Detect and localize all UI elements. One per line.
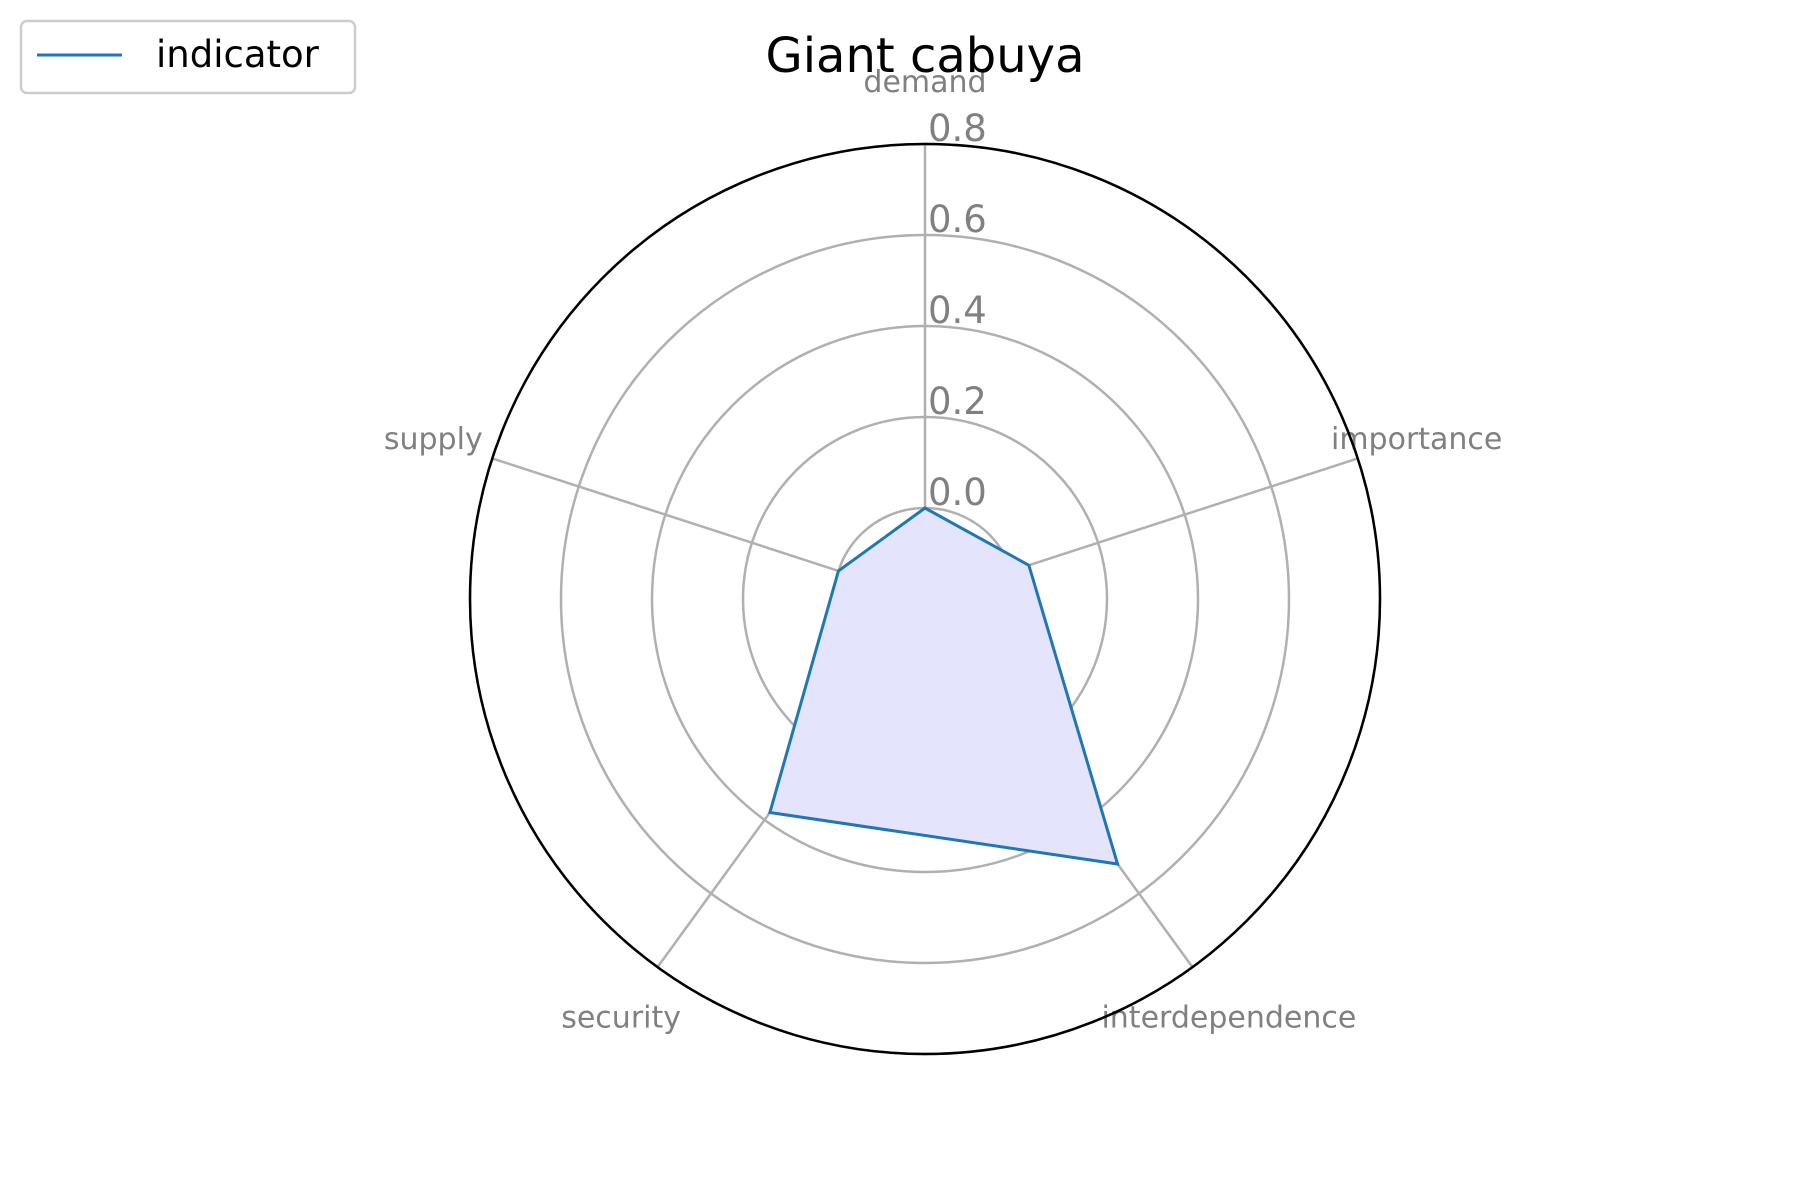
radial-tick-labels: 0.0 0.2 0.4 0.6 0.8 — [928, 107, 987, 514]
category-label-interdependence: interdependence — [1101, 1000, 1356, 1035]
category-label-supply: supply — [384, 422, 483, 457]
chart-title: Giant cabuya — [766, 28, 1085, 84]
category-label-security: security — [561, 1000, 681, 1035]
series-line-0 — [767, 506, 1120, 866]
tick-label: 0.0 — [928, 471, 987, 514]
series-area-0 — [769, 508, 1118, 865]
legend-label: indicator — [156, 33, 320, 76]
category-label-importance: importance — [1331, 422, 1502, 457]
outer-ring — [468, 142, 1382, 1056]
legend-box — [19, 19, 357, 95]
tick-label: 0.8 — [928, 107, 987, 150]
category-label-demand: demand — [863, 65, 986, 100]
category-labels: demand importance interdependence security s… — [384, 65, 1503, 1035]
tick-label: 0.4 — [928, 289, 987, 332]
series-layer — [767, 506, 1120, 866]
tick-label: 0.2 — [928, 380, 987, 423]
legend: indicator — [19, 19, 357, 95]
tick-label: 0.6 — [928, 198, 987, 241]
